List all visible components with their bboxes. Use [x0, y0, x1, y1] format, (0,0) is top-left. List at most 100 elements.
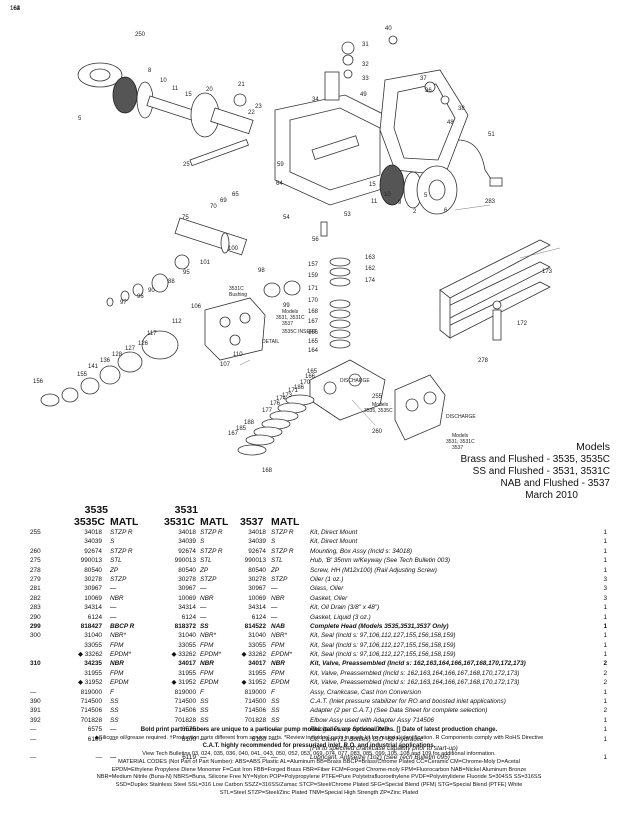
cell-c: 92674	[248, 547, 266, 555]
callout-number: 10	[160, 78, 167, 84]
cell-cm: —	[271, 613, 278, 621]
cell-c: 31040	[248, 632, 266, 640]
callout-number: 75	[182, 215, 189, 221]
callout-number: 172	[517, 321, 528, 327]
cell-qty: 1	[603, 566, 607, 574]
cell-am: NBR*	[110, 632, 126, 640]
cell-b: 30967	[178, 585, 196, 593]
mounting-rails	[439, 239, 561, 341]
cell-a: 31040	[84, 632, 102, 640]
cell-ref: —	[30, 688, 37, 696]
cell-c: 30278	[248, 575, 266, 583]
callout-number: 141	[88, 364, 99, 370]
cell-c: 34314	[248, 604, 266, 612]
cell-b: 34314	[178, 604, 196, 612]
cell-b: 80540	[178, 566, 196, 574]
models-block: Models Brass and Flushed - 3535, 3535C S…	[370, 441, 610, 502]
cell-desc: Oil, Case (12 Bottles) ISO -68 Hydraulic	[310, 735, 423, 743]
cell-a: 92674	[84, 547, 102, 555]
callout-number: 21	[238, 82, 245, 88]
cell-qty: 1	[603, 622, 607, 630]
callout-number: 6	[444, 208, 448, 214]
callout-number: 38	[458, 106, 465, 112]
callout-number: 110	[233, 352, 243, 358]
cell-c: 10069	[248, 594, 266, 602]
callout-number: 164	[308, 348, 319, 354]
cell-a: 818427	[80, 622, 102, 630]
cell-ref: 391	[30, 707, 41, 715]
cell-bm: STZP R	[200, 547, 223, 555]
note-material-codes-5: STL=Steel STZP=Steel/Zinc Plated TNM=Spe…	[219, 790, 419, 797]
cell-am: —	[110, 754, 117, 762]
insert-label: 3535C INSERT	[282, 329, 316, 335]
cell-am: STL	[110, 557, 122, 565]
cell-b: 34017	[178, 660, 196, 668]
cell-qty: 2	[603, 707, 607, 715]
cell-desc: Lubricant, Antiseize (1oz) (See Tech Bul…	[310, 754, 450, 762]
cell-desc: C.A.T. (Inlet pressure stabilizer for RO…	[310, 698, 506, 706]
cell-ref: 260	[30, 547, 41, 555]
cell-qty: 1	[603, 698, 607, 706]
cell-cm: S	[271, 538, 276, 546]
cell-qty: 1	[603, 613, 607, 621]
callout-number: 255	[372, 394, 383, 400]
models-line-brass: Brass and Flushed - 3535, 3535C	[460, 454, 610, 465]
callout-number: 188	[244, 420, 255, 426]
cell-qty: 3	[603, 575, 607, 583]
cell-qty: 3	[603, 594, 607, 602]
callout-number: 23	[255, 104, 262, 110]
callout-number: 70	[210, 204, 217, 210]
cell-cm: —	[271, 604, 278, 612]
cell-ref: 282	[30, 594, 41, 602]
cell-am: SS	[110, 716, 119, 724]
callout-number: 157	[308, 262, 319, 268]
callout-number: 51	[488, 132, 495, 138]
cell-b: 31040	[178, 632, 196, 640]
cell-b: 31955	[178, 669, 196, 677]
callout-number: 260	[372, 429, 383, 435]
cell-a: 990013	[80, 557, 102, 565]
callout-number: 53	[344, 212, 351, 218]
cell-cm: —	[271, 754, 278, 762]
callout-number: 112	[172, 319, 182, 325]
bushing-label-1: 3531C	[229, 286, 244, 292]
cell-desc: Complete Head (Models 3535,3531,3537 Onl…	[310, 622, 449, 630]
cell-am: SS	[110, 707, 119, 715]
callout-number: 22	[248, 110, 255, 116]
cell-b: 990013	[174, 557, 196, 565]
cell-qty: 1	[603, 632, 607, 640]
cell-ref: —	[30, 735, 37, 743]
cell-a: —	[95, 754, 102, 762]
callout-number: 136	[100, 358, 111, 364]
callout-number: 59	[277, 162, 284, 168]
cell-b: ◆ 31952	[171, 679, 196, 687]
callout-number: 8	[148, 68, 152, 74]
cell-am: —	[110, 604, 117, 612]
cell-c: 714500	[244, 698, 266, 706]
cell-cm: NBR	[271, 594, 285, 602]
cell-bm: —	[200, 754, 207, 762]
cell-ref: 299	[30, 622, 41, 630]
cell-b: 33055	[178, 641, 196, 649]
callout-number: 36	[425, 88, 432, 94]
callout-number: 10	[384, 192, 391, 198]
cell-a: 33055	[84, 641, 102, 649]
callout-number: 64	[276, 181, 283, 187]
cell-bm: SS	[200, 716, 209, 724]
callout-number: 171	[288, 388, 299, 394]
crankshaft-assembly	[77, 62, 254, 167]
cell-am: EPDM*	[110, 651, 131, 659]
callout-number: 48	[447, 120, 454, 126]
cell-ref: 255	[30, 529, 41, 536]
cell-cm: —	[271, 585, 278, 593]
cell-bm: SS	[200, 707, 209, 715]
cell-ref: 310	[30, 660, 41, 668]
cell-a: ◆ 33262	[78, 651, 103, 659]
cell-desc: Kit, Seal (Incld s: 97,106,112,127,155,1…	[310, 641, 456, 649]
discharge-label-1: DISCHARGE	[340, 378, 370, 384]
cell-a: 34039	[84, 538, 102, 546]
models-title: Models	[576, 441, 610, 453]
